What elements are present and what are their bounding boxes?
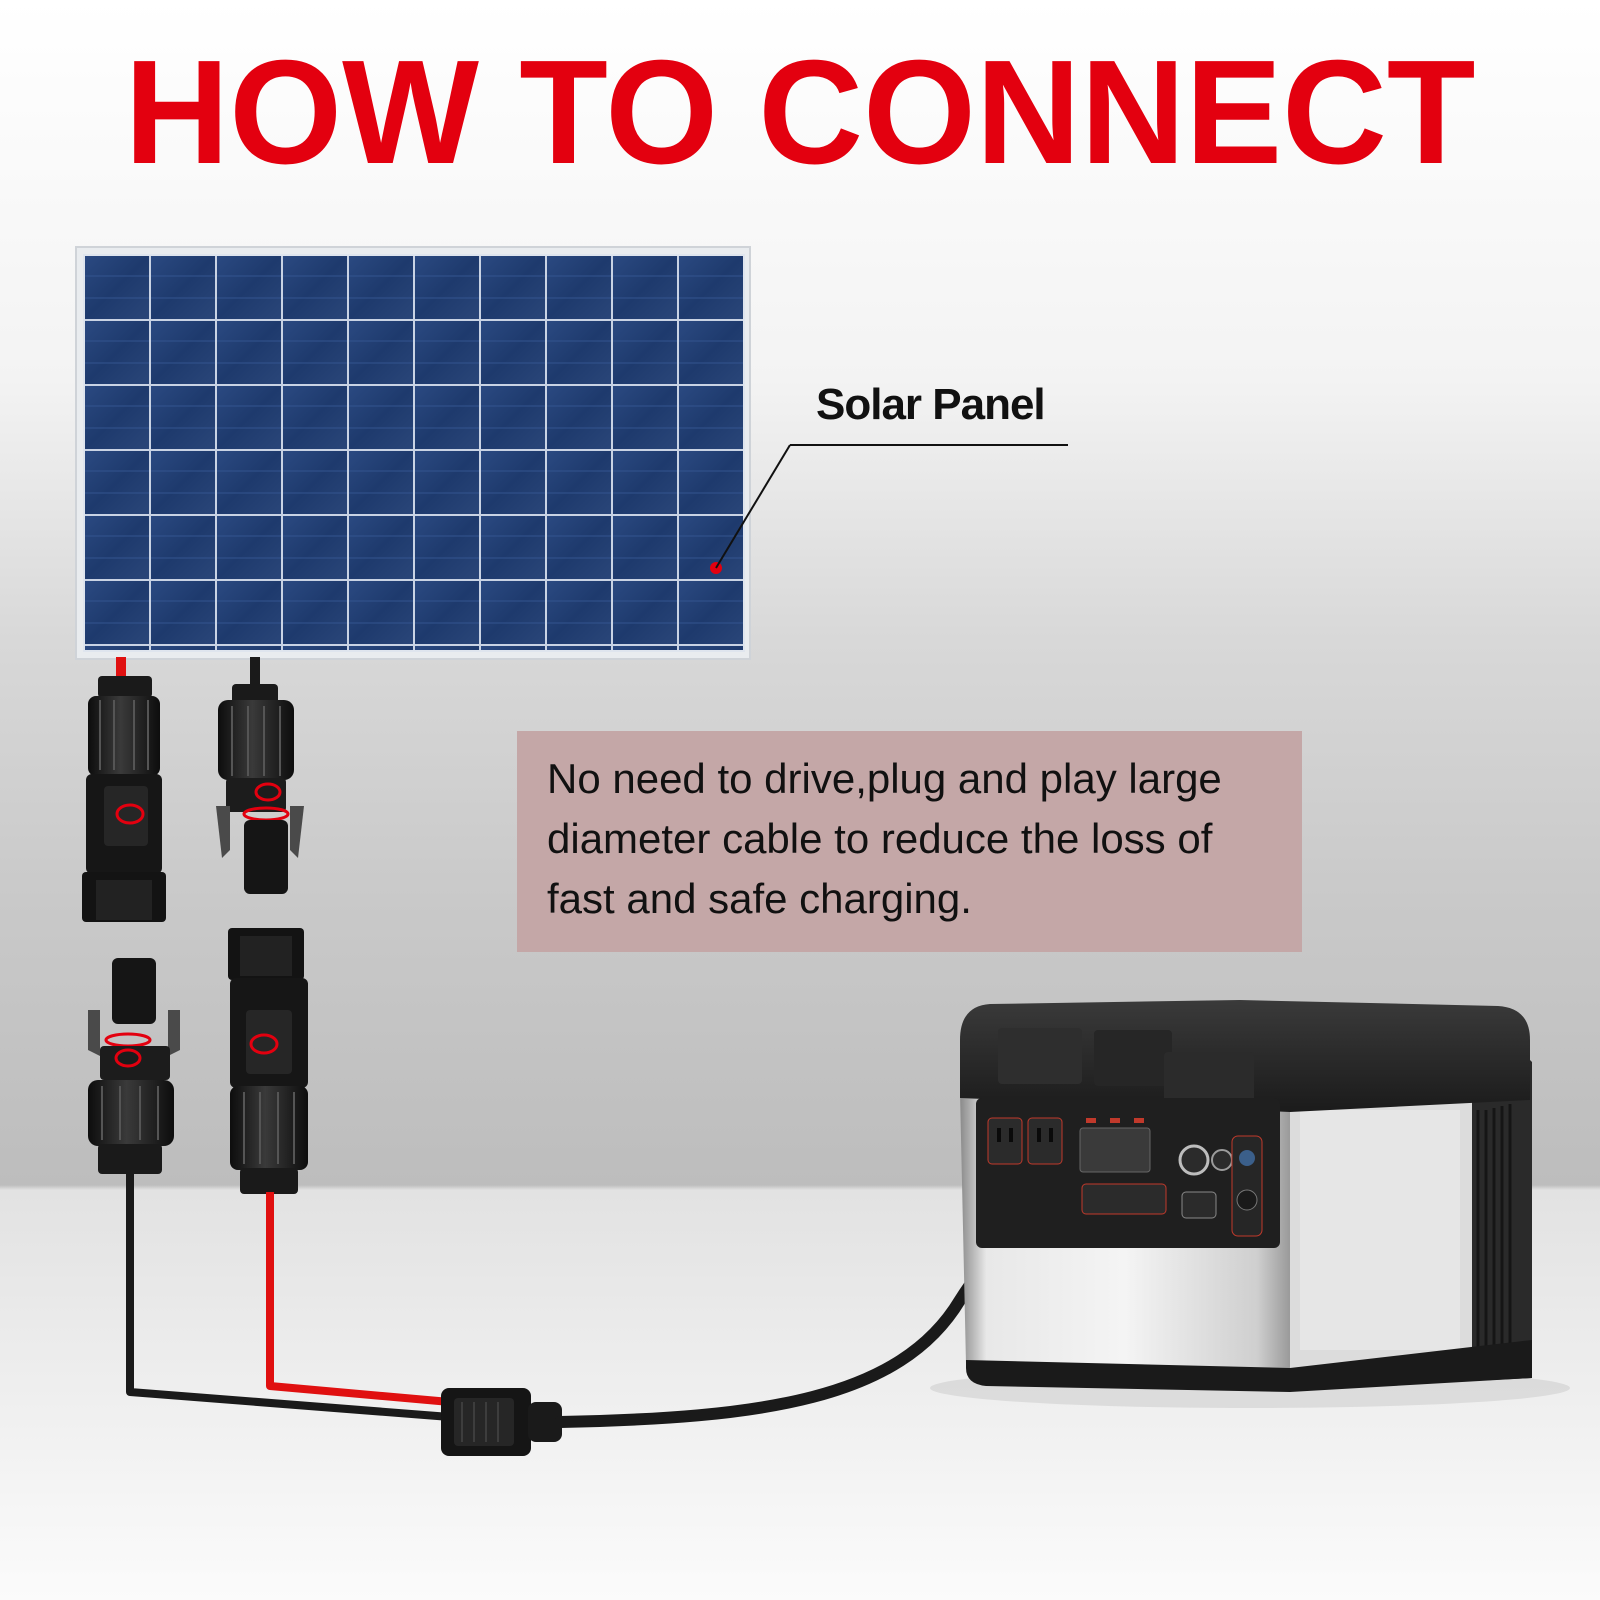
cable-junction bbox=[441, 1388, 562, 1456]
solar-panel-label: Solar Panel bbox=[816, 380, 1046, 429]
male-connector bbox=[216, 684, 304, 894]
male-connector-lower bbox=[88, 958, 180, 1174]
description-text: No need to drive,plug and play large dia… bbox=[547, 755, 1222, 922]
upper-connectors bbox=[82, 657, 304, 922]
description-box: No need to drive,plug and play large dia… bbox=[517, 731, 1302, 952]
power-station bbox=[930, 1000, 1570, 1408]
female-connector-lower bbox=[228, 928, 308, 1194]
solar-panel bbox=[75, 246, 751, 660]
female-connector bbox=[82, 676, 166, 922]
adapter-cables bbox=[126, 1172, 451, 1421]
callout-leader bbox=[715, 444, 1068, 569]
lower-connectors bbox=[88, 928, 308, 1194]
page-title: HOW TO CONNECT bbox=[124, 30, 1476, 195]
